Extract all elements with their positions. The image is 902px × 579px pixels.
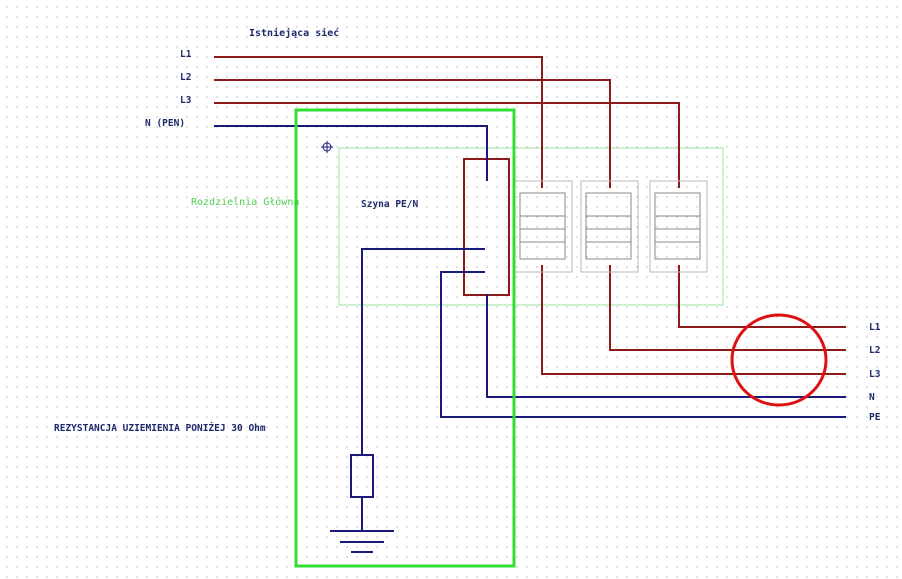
breaker-l1 <box>649 180 708 273</box>
breaker-l3 <box>514 180 573 273</box>
highlight-circle <box>730 313 828 407</box>
grounding-resistor <box>350 454 374 498</box>
outgoing-label-n: N <box>869 392 875 403</box>
wire-l2-in <box>214 79 611 188</box>
phase-wires <box>214 56 846 375</box>
wire-pen-in <box>214 125 488 181</box>
outgoing-label-l1: L1 <box>869 322 881 333</box>
incoming-label-l1: L1 <box>180 49 192 60</box>
crosshair-icon <box>321 141 333 153</box>
wire-l1-out <box>678 265 846 328</box>
breaker-l2 <box>580 180 639 273</box>
busbar-label: Szyna PE/N <box>361 199 418 210</box>
wire-n-out <box>486 294 846 398</box>
outgoing-label-pe: PE <box>869 412 881 423</box>
highlight-rectangle <box>294 108 516 568</box>
wire-l2-out <box>609 265 846 351</box>
wire-l3-in <box>214 102 680 188</box>
incoming-label-pen: N (PEN) <box>145 118 185 129</box>
outgoing-label-l3: L3 <box>869 369 881 380</box>
switchboard-outline <box>338 147 724 306</box>
outgoing-label-l2: L2 <box>869 345 880 356</box>
wire-pe-out <box>440 271 846 418</box>
neutral-pe-wires <box>214 125 846 531</box>
wire-l3-out <box>541 265 846 375</box>
incoming-label-l2: L2 <box>180 72 191 83</box>
network-title: Istniejąca sieć <box>249 27 339 39</box>
wire-ground <box>361 248 485 455</box>
wire-l1-in <box>214 56 543 188</box>
switchboard-label: Rozdzielnia Główna <box>191 196 299 208</box>
ground-icon <box>330 530 394 553</box>
grounding-note: REZYSTANCJA UZIEMIENIA PONIŻEJ 30 Ohm <box>54 423 266 434</box>
incoming-label-l3: L3 <box>180 95 192 106</box>
